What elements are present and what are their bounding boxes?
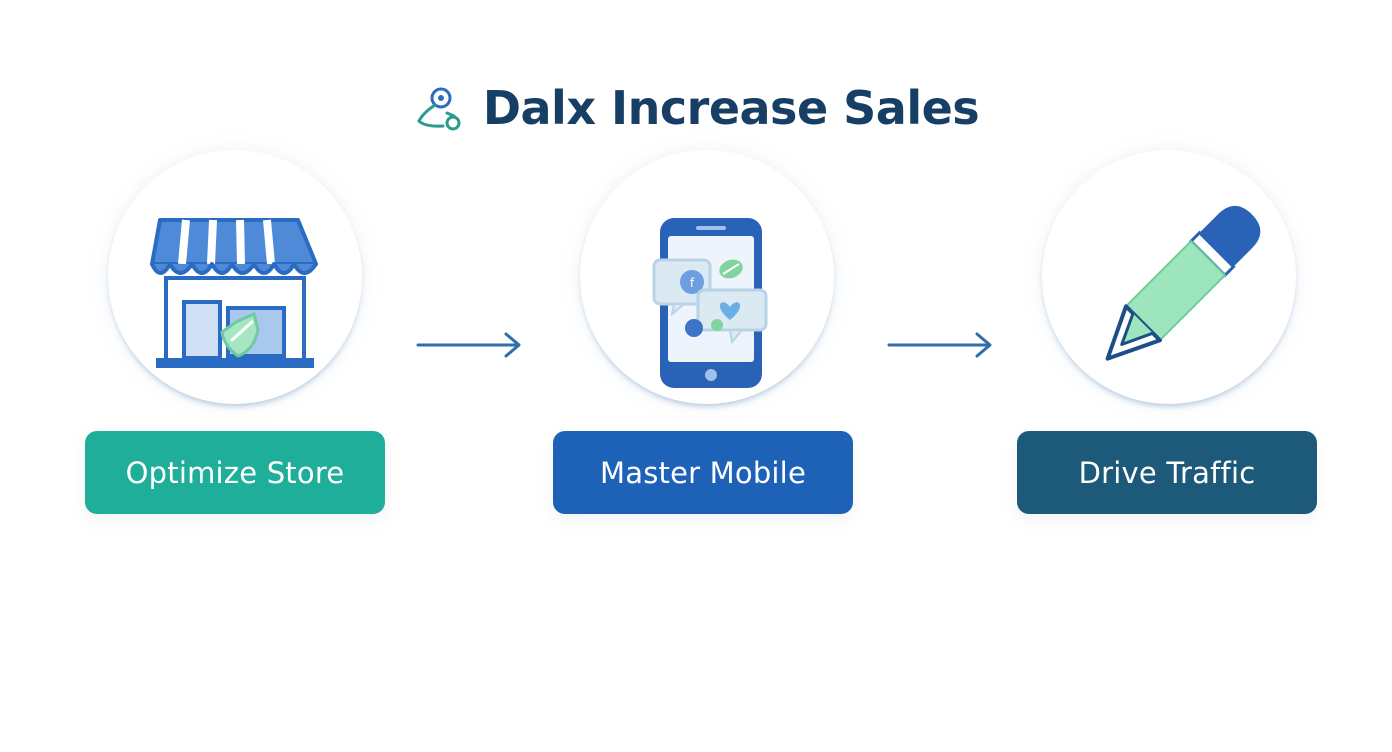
step-label-master-mobile[interactable]: Master Mobile	[553, 431, 853, 514]
step-label-optimize-store[interactable]: Optimize Store	[85, 431, 385, 514]
step-circle-traffic	[1042, 150, 1296, 404]
step-circle-optimize	[108, 150, 362, 404]
arrow-right-icon	[887, 332, 992, 358]
step-label-drive-traffic[interactable]: Drive Traffic	[1017, 431, 1317, 514]
title-row: Dalx Increase Sales	[0, 76, 1392, 140]
page-title: Dalx Increase Sales	[482, 81, 980, 135]
storefront-icon	[150, 218, 318, 368]
arrow-right-icon	[416, 332, 521, 358]
pen-icon	[1105, 205, 1261, 361]
route-icon	[417, 87, 461, 131]
step-circle-mobile: f	[580, 150, 834, 404]
smartphone-icon: f	[652, 218, 768, 388]
svg-text:f: f	[690, 276, 695, 290]
